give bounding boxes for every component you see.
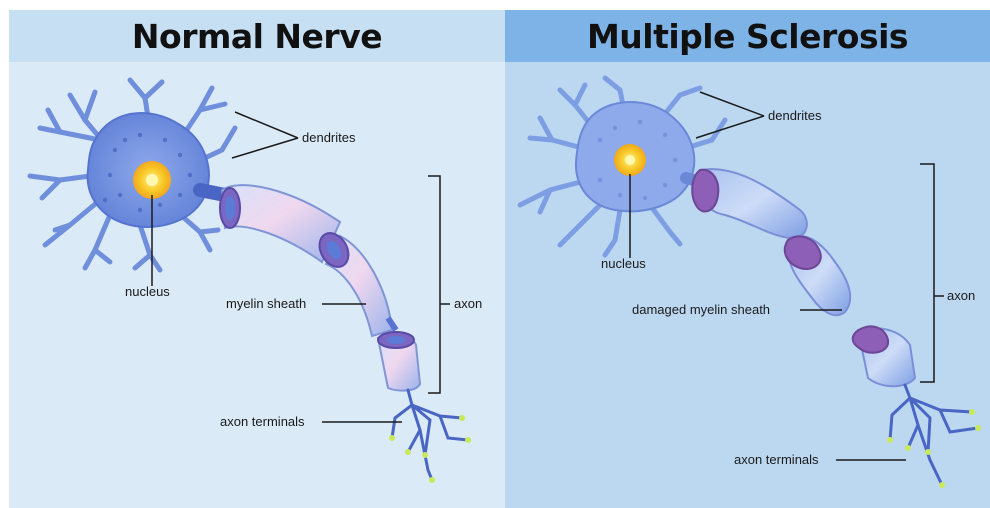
ms-axon-terminals <box>890 385 978 485</box>
ms-dendrites-label: dendrites <box>768 108 822 123</box>
normal-myelin-sheath <box>220 185 420 390</box>
normal-nucleus-label: nucleus <box>125 284 170 299</box>
normal-dendrites-label: dendrites <box>302 130 356 145</box>
ms-myelin-label: damaged myelin sheath <box>632 302 770 317</box>
ms-damaged-myelin-sheath <box>692 169 915 386</box>
normal-axon-terminals <box>392 390 468 480</box>
ms-axon-label: axon <box>947 288 975 303</box>
ms-nucleus-label: nucleus <box>601 256 646 271</box>
normal-myelin-label: myelin sheath <box>226 296 306 311</box>
normal-terminals-label: axon terminals <box>220 414 305 429</box>
normal-axon-label: axon <box>454 296 482 311</box>
ms-terminals-label: axon terminals <box>734 452 819 467</box>
ms-neuron <box>520 78 981 488</box>
